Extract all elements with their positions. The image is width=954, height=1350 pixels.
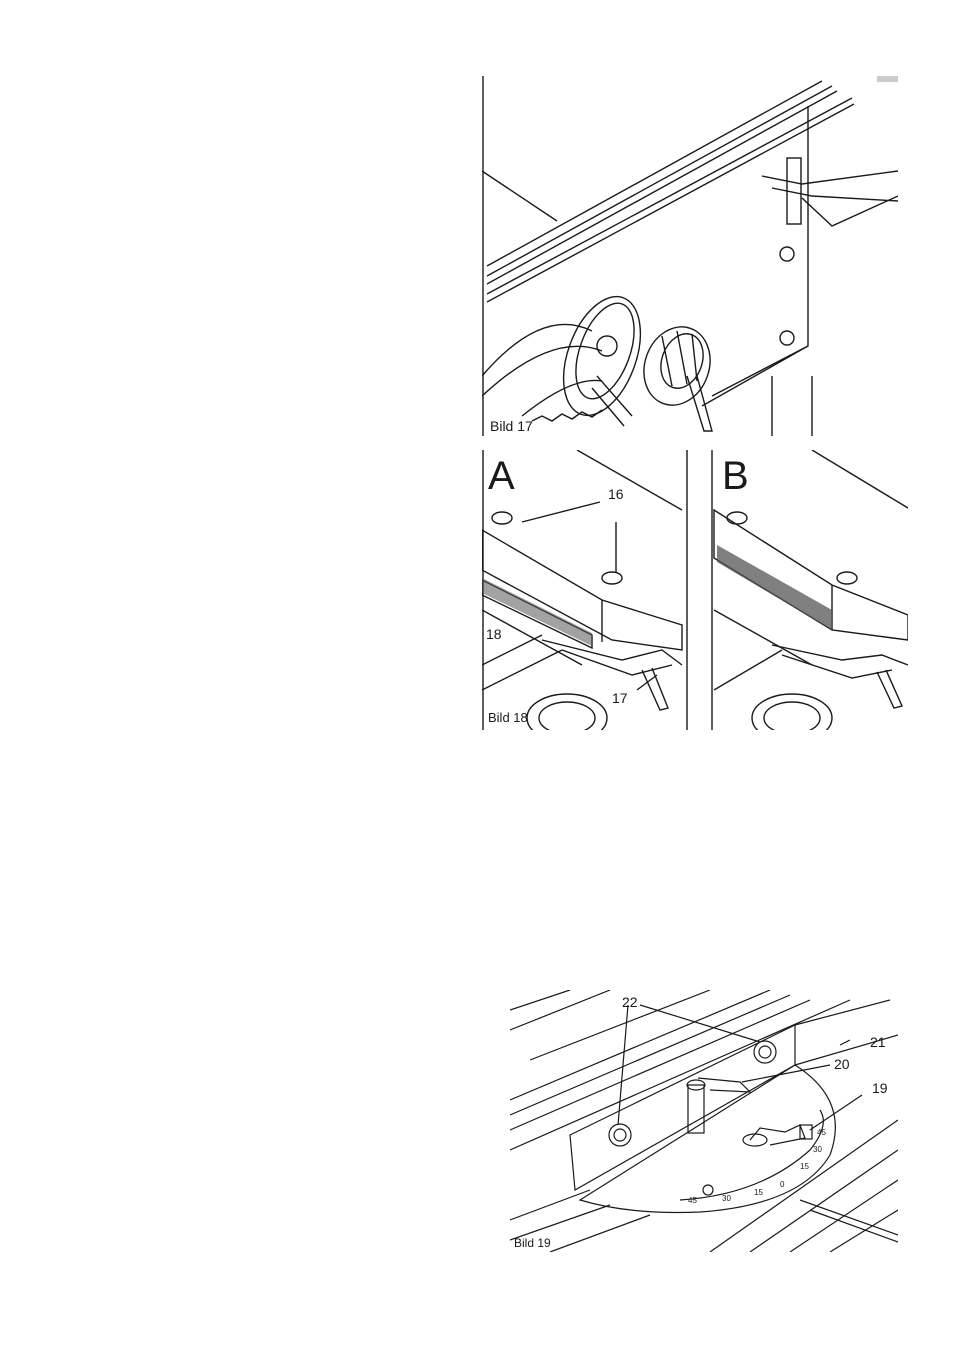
- callout-20: 20: [834, 1056, 850, 1072]
- callout-19: 19: [872, 1080, 888, 1096]
- scale-mark: 15: [754, 1188, 763, 1197]
- figure-bild-17: Bild 17: [482, 76, 898, 436]
- figure-bild-18: A B 16 18 17 Bild 18: [482, 450, 908, 730]
- panel-b-label: B: [722, 456, 749, 496]
- bild-17-caption: Bild 17: [490, 418, 533, 434]
- bild-17-drawing: [482, 76, 898, 436]
- bild-19-drawing: [510, 990, 898, 1252]
- callout-22: 22: [622, 994, 638, 1010]
- bild-19-caption: Bild 19: [514, 1236, 551, 1250]
- callout-21: 21: [870, 1034, 886, 1050]
- scale-mark: 30: [813, 1145, 822, 1154]
- scale-mark: 45: [688, 1196, 697, 1205]
- callout-16: 16: [608, 486, 624, 502]
- scale-mark: 45: [817, 1128, 826, 1137]
- scale-mark: 0: [780, 1180, 784, 1189]
- scale-mark: 30: [722, 1194, 731, 1203]
- scale-mark: 15: [800, 1162, 809, 1171]
- bild-18-drawing: [482, 450, 908, 730]
- callout-18: 18: [486, 626, 502, 642]
- figure-bild-19: 22 21 20 19 45 30 15 0 15 30 45 Bild 19: [510, 990, 898, 1252]
- callout-17: 17: [612, 690, 628, 706]
- bild-18-caption: Bild 18: [488, 710, 528, 725]
- panel-a-label: A: [488, 456, 515, 496]
